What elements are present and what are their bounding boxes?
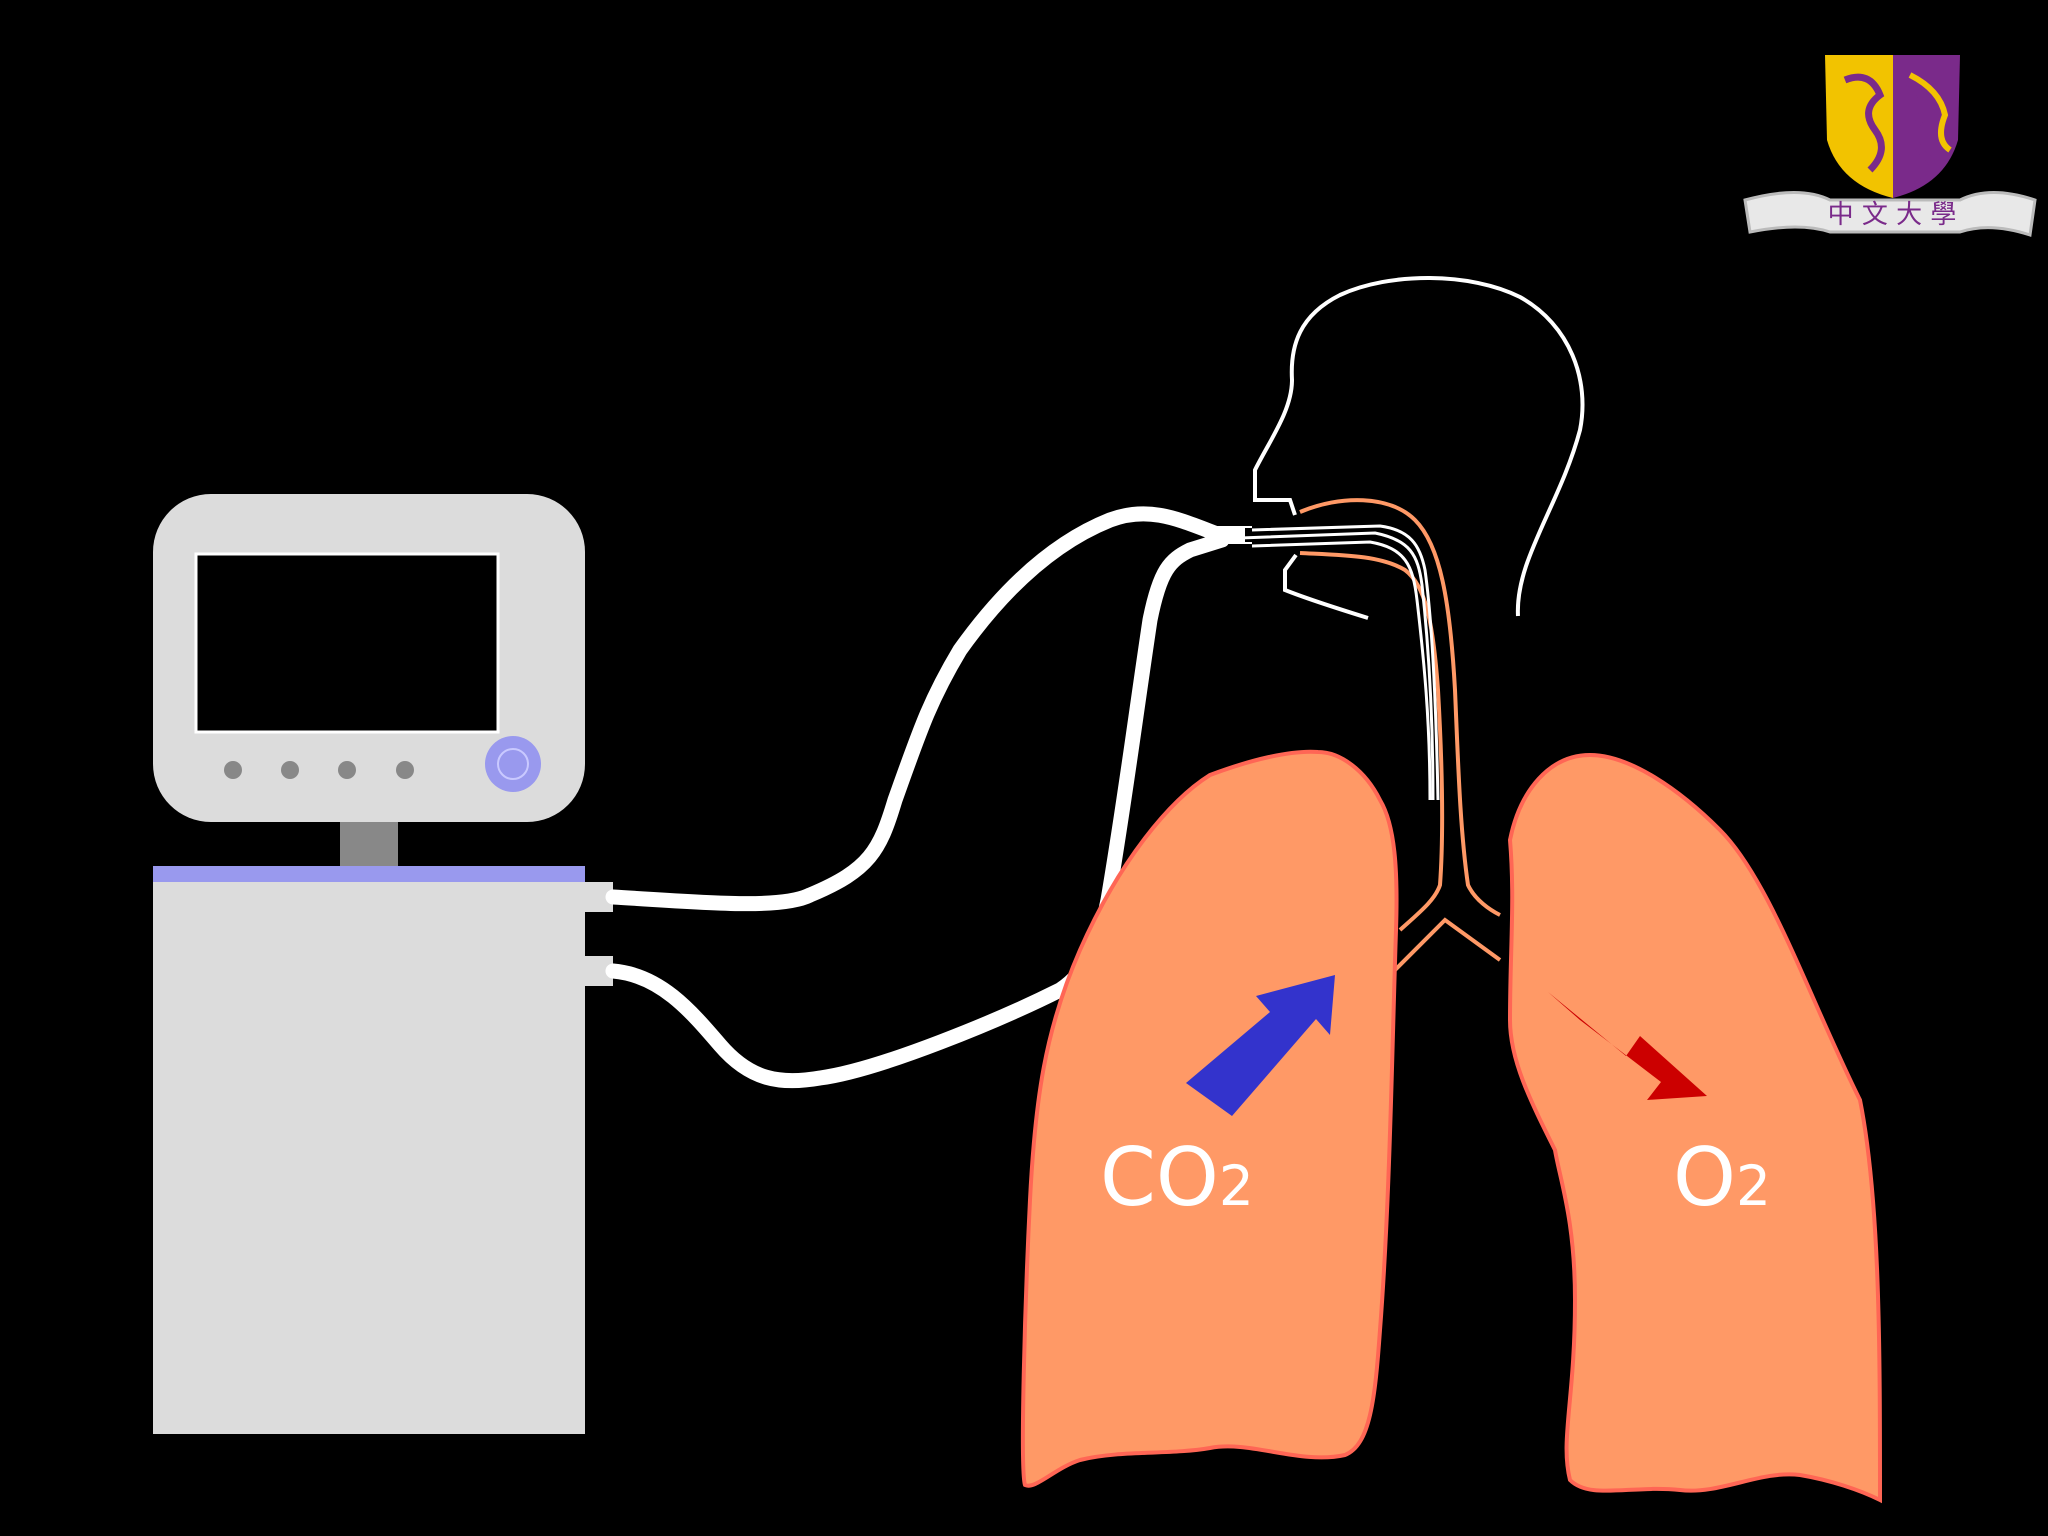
et-tube-line-3 — [1239, 531, 1435, 801]
breathing-tubes — [605, 506, 1255, 1089]
expiratory-tube — [605, 532, 1230, 1089]
logo-emblem-2 — [1908, 72, 1952, 153]
ventilator-top-strip — [153, 866, 585, 882]
o2-label-subscript: 2 — [1736, 1154, 1771, 1218]
ventilator-dial[interactable] — [485, 736, 541, 792]
control-button[interactable] — [281, 761, 299, 779]
logo-banner-text: 中 文 大 學 — [1828, 200, 1957, 230]
head-outline — [1253, 276, 1585, 617]
control-button[interactable] — [338, 761, 356, 779]
tube-connector-band — [1245, 528, 1255, 542]
control-button[interactable] — [224, 761, 242, 779]
left-lung — [1020, 749, 1399, 1488]
airway — [1239, 498, 1502, 972]
logo-emblem — [1843, 73, 1937, 189]
ventilator-screen — [194, 552, 500, 734]
airway-upper — [1299, 498, 1501, 917]
co2-arrow — [1186, 975, 1335, 1116]
ventilator-body — [153, 868, 585, 1434]
co2-label: CO2 — [1100, 1131, 1254, 1224]
right-lung — [1507, 752, 1883, 1504]
logo-banner — [1743, 191, 2037, 237]
control-button[interactable] — [396, 761, 414, 779]
o2-arrow — [1548, 992, 1707, 1100]
chin-outline — [1283, 553, 1369, 620]
university-logo: 中 文 大 學 — [1743, 55, 2037, 237]
gas-exchange-arrows — [1186, 975, 1707, 1116]
o2-label-main: O — [1673, 1131, 1736, 1224]
co2-label-subscript: 2 — [1219, 1154, 1254, 1218]
ventilator — [153, 494, 613, 1434]
ventilator-stand — [340, 815, 398, 867]
tube-connector — [1212, 526, 1252, 544]
ventilator-dial-ring — [497, 748, 529, 780]
lungs — [1020, 749, 1883, 1504]
logo-shield-right — [1893, 55, 1960, 198]
o2-label: O2 — [1673, 1131, 1771, 1224]
inspiratory-tube — [605, 506, 1228, 912]
trachea-fork — [1393, 917, 1502, 972]
co2-label-main: CO — [1100, 1131, 1219, 1224]
et-tube-line-2 — [1251, 540, 1432, 801]
airway-lower — [1299, 551, 1445, 932]
et-tube-line-1 — [1251, 524, 1440, 801]
